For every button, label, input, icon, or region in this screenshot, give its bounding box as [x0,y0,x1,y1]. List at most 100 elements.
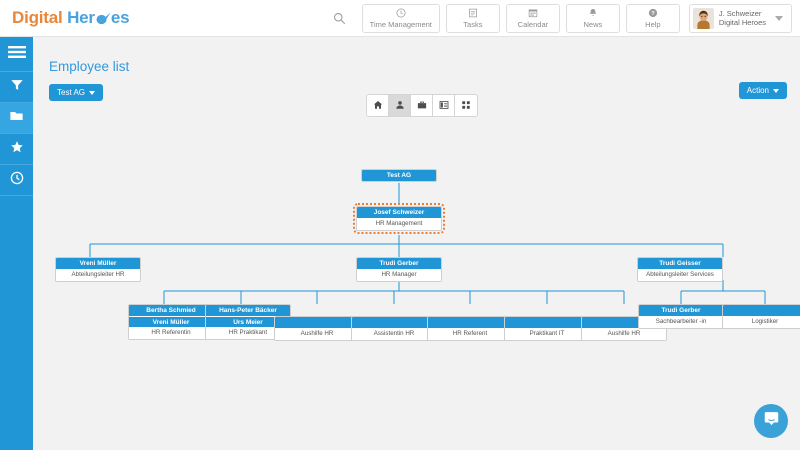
sidebar-item-folder[interactable] [0,103,33,133]
chevron-down-icon [89,90,96,95]
home-icon [373,97,383,115]
org-node-l3-4[interactable]: HR Referent [427,316,513,341]
folder-icon [9,109,24,128]
nav-label: Time Management [369,19,432,29]
table-icon [439,97,449,115]
nav-label: Calendar [517,19,549,29]
brand-logo[interactable]: Digital Her es [12,8,130,28]
org-node-l3-5[interactable]: Praktikant IT [504,316,590,341]
action-button[interactable]: Action [738,82,787,99]
top-navigation: Time Management Tasks Calendar News [327,0,800,37]
grid-icon [461,97,471,115]
user-org: Digital Heroes [718,18,766,27]
briefcase-icon [417,97,427,115]
org-node-name [428,317,512,328]
sidebar-divider [0,195,33,196]
org-node-role: HR Referent [428,328,512,340]
org-node-l2-2[interactable]: Trudi Geisser Abteilungsleiter Services [637,257,723,282]
sidebar-item-menu[interactable] [0,37,33,71]
org-node-role: HR Manager [357,269,441,281]
org-node-role: HR Referentin [129,327,213,339]
sidebar-item-filter[interactable] [0,72,33,102]
star-icon [10,140,24,159]
person-icon [395,97,405,115]
chevron-down-icon [775,15,783,21]
tasks-icon [468,8,478,19]
org-node-role: Abteilungsleiter HR [56,269,140,281]
clock-icon [396,8,406,19]
org-chart-connectors [89,183,766,304]
chat-bubble-icon [762,409,781,433]
sidebar-divider [0,133,33,134]
org-node-role: Logistiker [723,316,800,328]
chat-support-button[interactable] [754,404,788,438]
org-node-name [505,317,589,328]
view-toggle-person[interactable] [389,95,411,116]
sidebar-item-history[interactable] [0,165,33,195]
org-node-l3-8[interactable]: Logistiker [722,304,800,329]
org-node-name [352,317,436,328]
sidebar-divider [0,102,33,103]
view-toggle-position[interactable] [411,95,433,116]
sidebar-divider [0,71,33,72]
org-node-role: Aushilfe HR [582,328,666,340]
sidebar-divider [0,164,33,165]
org-node-root[interactable]: Test AG [361,169,437,182]
org-node-name: Josef Schweizer [357,207,441,218]
org-node-name: Vreni Müller [129,316,213,327]
view-toggle-list[interactable] [433,95,455,116]
nav-item-help[interactable]: ? Help [625,3,680,33]
calendar-icon [528,8,538,19]
nav-item-news[interactable]: News [565,3,620,33]
org-node-name: Trudi Geisser [638,258,722,269]
org-node-l3-3[interactable]: Assistentin HR [351,316,437,341]
org-node-name [582,317,666,328]
org-node-role: Sachbearbeiter -in [639,316,723,328]
org-node-name: Trudi Gerber [639,305,723,316]
avatar [692,7,714,29]
nav-label: Tasks [463,19,483,29]
view-toggle-home[interactable] [367,95,389,116]
nav-label: News [583,19,603,29]
org-node-name [275,317,359,328]
org-node-role: Aushilfe HR [275,328,359,340]
org-node-title: Test AG [362,170,436,181]
org-node-role: HR Praktikant [206,327,290,339]
nav-item-time-management[interactable]: Time Management [361,3,440,33]
search-icon[interactable] [327,5,353,31]
org-chart: Test AG Josef Schweizer HR Management Vr… [33,127,800,412]
org-node-role: Praktikant IT [505,328,589,340]
user-menu[interactable]: J. Schweizer Digital Heroes [688,3,792,33]
action-label: Action [746,86,769,95]
org-node-ceo[interactable]: Josef Schweizer HR Management [353,203,445,234]
main-content: Employee list Test AG Action [33,37,800,450]
page-title: Employee list [49,59,130,74]
clock-icon [10,171,24,190]
org-node-name: Vreni Müller [56,258,140,269]
org-node-role: Abteilungsleiter Services [638,269,722,281]
nav-item-tasks[interactable]: Tasks [445,3,500,33]
svg-text:?: ? [651,11,655,17]
org-node-l2-0[interactable]: Vreni Müller Abteilungsleiter HR [55,257,141,282]
view-toggle-orgchart[interactable] [455,95,477,116]
org-node-name: Bertha Schmied [129,305,213,316]
org-node-role: Assistentin HR [352,328,436,340]
chevron-down-icon [773,88,779,93]
org-node-l3-0[interactable]: Bertha Schmied Vreni Müller HR Referenti… [128,304,214,340]
org-node-name [723,305,800,316]
brand-name-part1: Digital [12,8,63,27]
org-node-l2-1[interactable]: Trudi Gerber HR Manager [356,257,442,282]
view-mode-toggle [366,94,478,117]
org-node-l3-7[interactable]: Trudi Gerber Sachbearbeiter -in [638,304,724,329]
org-node-name: Trudi Gerber [357,258,441,269]
org-filter-button[interactable]: Test AG [49,84,104,101]
comet-icon [95,12,111,25]
org-node-l3-2[interactable]: Aushilfe HR [274,316,360,341]
brand-name-part2: Her [67,8,95,27]
bell-icon [588,8,598,19]
left-sidebar [0,37,33,450]
sidebar-item-favorites[interactable] [0,134,33,164]
nav-label: Help [645,19,661,29]
nav-item-calendar[interactable]: Calendar [505,3,560,33]
